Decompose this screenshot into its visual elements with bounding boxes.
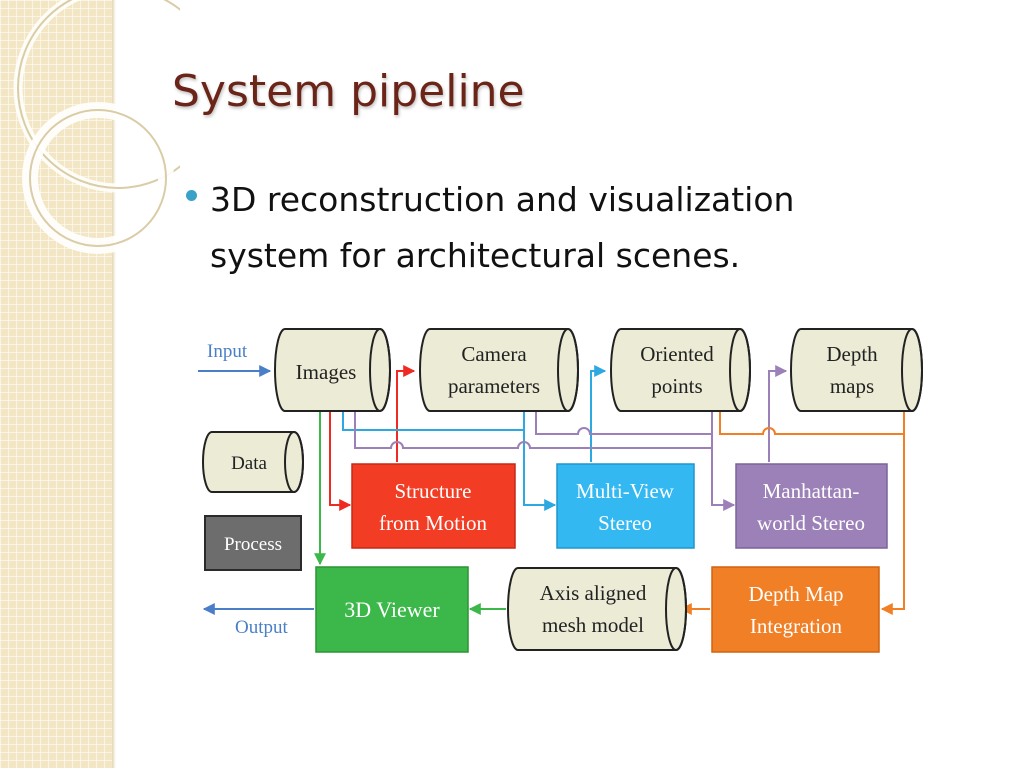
images-label: Images [296,360,357,384]
data-node-axis-aligned-mesh: Axis aligned mesh model [507,567,687,651]
camera-parameters-label-line2: parameters [448,374,540,398]
multi-view-stereo-label-line2: Stereo [598,511,652,535]
legend-process-label: Process [224,534,282,555]
data-node-oriented-points: Oriented points [610,328,751,412]
structure-from-motion-label-line1: Structure [395,479,472,503]
legend-process: Process [204,515,302,571]
axis-aligned-mesh-label-line1: Axis aligned [540,581,647,605]
connector-to-manhattan-stereo [354,365,788,511]
process-node-depth-map-integration: Depth Map Integration [711,566,880,653]
data-node-depth-maps: Depth maps [790,328,923,412]
data-node-camera-parameters: Camera parameters [419,328,579,412]
legend-data: Data [202,431,304,493]
bullet-icon [186,190,197,201]
manhattan-world-stereo-label-line2: world Stereo [757,511,865,535]
decorative-rings [13,0,180,254]
input-label: Input [207,341,248,362]
connector-images-to-sfm [329,365,416,511]
slide-title: System pipeline [172,66,525,117]
oriented-points-label-line1: Oriented [640,342,714,366]
camera-parameters-label-line1: Camera [461,342,527,366]
process-node-multi-view-stereo: Multi-View Stereo [556,463,695,549]
process-node-3d-viewer: 3D Viewer [315,566,469,653]
connector-to-3d-viewer [314,412,506,615]
legend-data-label: Data [231,453,267,474]
structure-from-motion-label-line2: from Motion [379,511,487,535]
depth-maps-label-line1: Depth [826,342,878,366]
axis-aligned-mesh-label-line2: mesh model [542,613,644,637]
process-node-structure-from-motion: Structure from Motion [351,463,516,549]
bullet-text: 3D reconstruction and visualization syst… [210,180,795,275]
depth-maps-label-line2: maps [830,374,874,398]
viewer-label: 3D Viewer [344,597,440,622]
depth-map-integration-label-line2: Integration [750,614,843,638]
data-node-images: Images [274,328,391,412]
output-label: Output [235,617,289,638]
manhattan-world-stereo-label-line1: Manhattan- [763,479,860,503]
oriented-points-label-line2: points [651,374,702,398]
multi-view-stereo-label-line1: Multi-View [576,479,675,503]
side-strip-edge [112,0,116,768]
depth-map-integration-label-line1: Depth Map [748,582,843,606]
process-node-manhattan-world-stereo: Manhattan- world Stereo [735,463,888,549]
